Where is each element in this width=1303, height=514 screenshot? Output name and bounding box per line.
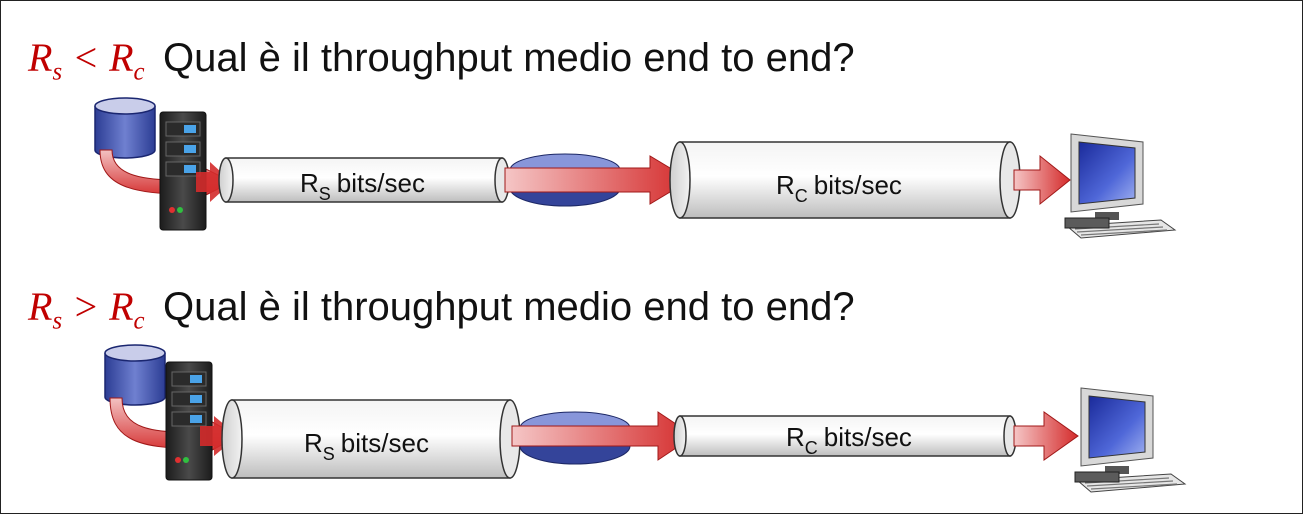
question-text: Qual è il throughput medio end to end? (163, 285, 855, 329)
server-icon (165, 361, 213, 481)
computer-icon (1074, 387, 1186, 493)
database-icon (104, 344, 166, 406)
scenario-1-heading: Rs < Rc Qual è il throughput medio end t… (28, 34, 855, 87)
computer-icon (1064, 133, 1176, 239)
flow-arrow-to-computer (1013, 411, 1079, 461)
condition-rs-gt-rc: Rs > Rc (28, 284, 145, 335)
database-icon (94, 97, 156, 159)
question-text: Qual è il throughput medio end to end? (163, 36, 855, 80)
scenario-2-heading: Rs > Rc Qual è il throughput medio end t… (28, 283, 855, 336)
flow-arrow-to-computer (1013, 154, 1071, 206)
server-icon (159, 111, 207, 231)
condition-rs-lt-rc: Rs < Rc (28, 35, 145, 86)
